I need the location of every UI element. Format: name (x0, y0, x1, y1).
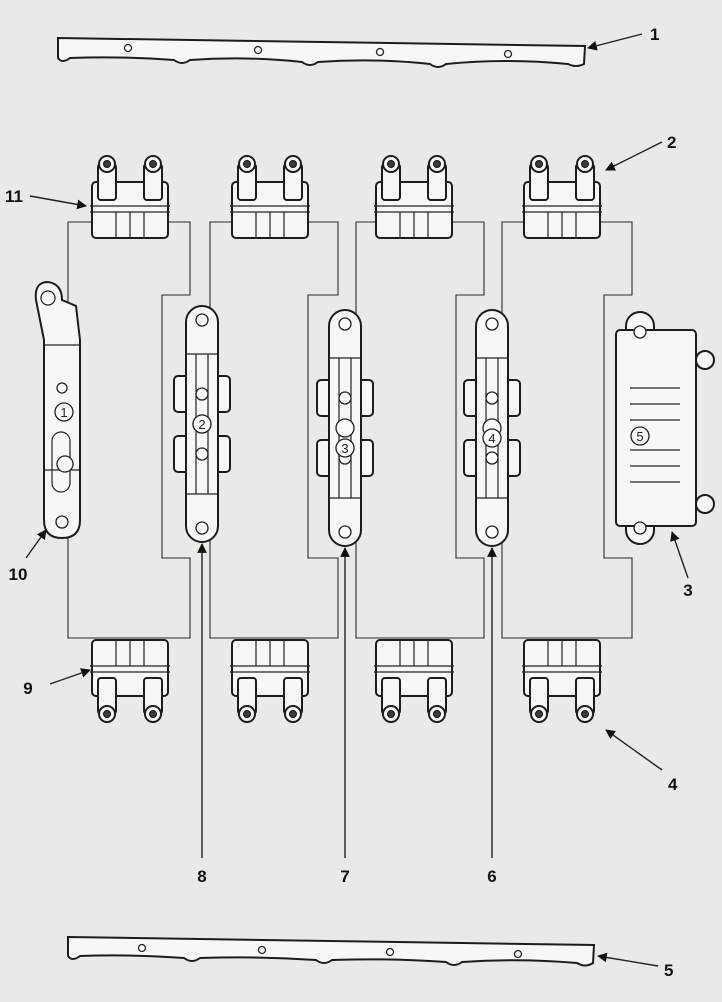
upper-rocker-assembly-3 (373, 155, 455, 239)
callout-2: 2 (667, 133, 676, 152)
callout-10: 10 (9, 565, 28, 584)
lower-rocker-assembly-4 (521, 639, 603, 723)
cap-number-2: 2 (198, 417, 205, 432)
cap-number-3: 3 (341, 441, 348, 456)
head-outline (67, 221, 633, 639)
callout-3: 3 (683, 581, 692, 600)
bearing-cap-5 (615, 311, 715, 545)
bottom-rail (67, 935, 596, 967)
callout-5: 5 (664, 961, 673, 980)
callout-1: 1 (650, 25, 659, 44)
bearing-cap-4 (463, 309, 521, 547)
bearing-cap-3 (316, 309, 374, 547)
callout-4: 4 (668, 775, 678, 794)
upper-rocker-assembly-4 (521, 155, 603, 239)
callout-11: 11 (5, 187, 23, 206)
cap-number-5: 5 (636, 429, 643, 444)
top-rail (57, 36, 587, 68)
callout-7: 7 (340, 867, 349, 886)
upper-rocker-assembly-2 (229, 155, 311, 239)
callout-9: 9 (23, 679, 32, 698)
lower-rocker-assembly-1 (89, 639, 171, 723)
upper-rocker-assembly-1 (89, 155, 171, 239)
lower-rocker-assembly-3 (373, 639, 455, 723)
cap-number-1: 1 (60, 405, 67, 420)
callout-6: 6 (487, 867, 496, 886)
callout-8: 8 (197, 867, 206, 886)
leader-lines (25, 33, 689, 967)
cap-number-4: 4 (488, 431, 495, 446)
lower-rocker-assembly-2 (229, 639, 311, 723)
